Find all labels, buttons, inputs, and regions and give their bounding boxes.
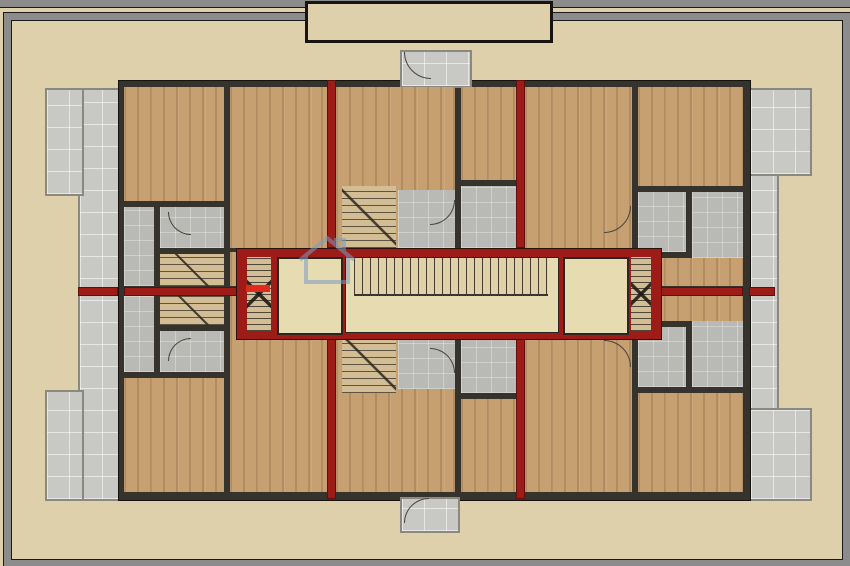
terrace-bottom-left bbox=[45, 390, 84, 501]
room-hol-tr bbox=[638, 192, 686, 252]
stair-bc bbox=[342, 331, 396, 393]
room-cocuk-bc bbox=[461, 399, 516, 492]
room-yatak1700-bl bbox=[230, 331, 327, 492]
room-yatak1350-tl bbox=[124, 87, 224, 201]
room-banyo-bc bbox=[461, 331, 516, 393]
elevator-left bbox=[277, 257, 343, 335]
room-cocuk-tc bbox=[461, 87, 516, 180]
red-wall-terrace-left bbox=[78, 287, 118, 296]
room-yatak1350-tr bbox=[638, 87, 743, 186]
room-hol-br bbox=[638, 327, 686, 387]
red-wall-h-left bbox=[124, 287, 240, 296]
stair-tc bbox=[342, 186, 396, 248]
red-wall-v1-top bbox=[327, 80, 336, 248]
stair-bl bbox=[160, 293, 224, 325]
terrace-top-left bbox=[45, 88, 84, 196]
floor-hall bbox=[345, 257, 559, 333]
terrace-top-right bbox=[749, 88, 812, 176]
elevator-right bbox=[563, 257, 629, 335]
room-yatak1700-tl bbox=[230, 87, 327, 248]
duplex-stair-shaft-right bbox=[631, 257, 651, 331]
plan-title-box bbox=[305, 1, 553, 43]
room-hol-tc bbox=[398, 190, 455, 248]
room-yatak1350-bl bbox=[124, 378, 224, 492]
red-wall-h-right bbox=[660, 287, 743, 296]
room-banyo-bl bbox=[124, 293, 154, 372]
stair-tl bbox=[160, 254, 224, 286]
duplex-stair-shaft-left bbox=[247, 257, 271, 331]
room-yatak1350-br bbox=[638, 393, 743, 492]
main-staircase bbox=[354, 258, 548, 296]
room-banyo-tc bbox=[461, 186, 516, 248]
red-wall-v2-bottom bbox=[516, 331, 525, 499]
room-banyo-tl bbox=[124, 207, 154, 286]
core-block bbox=[236, 248, 662, 340]
room-banyo-br bbox=[692, 321, 743, 387]
room-banyo-tr bbox=[692, 192, 743, 258]
red-wall-v1-bottom bbox=[327, 331, 336, 499]
terrace-bottom-right bbox=[749, 408, 812, 501]
red-landing-mark bbox=[246, 285, 270, 292]
red-wall-v2-top bbox=[516, 80, 525, 248]
red-wall-terrace-right bbox=[749, 287, 775, 296]
